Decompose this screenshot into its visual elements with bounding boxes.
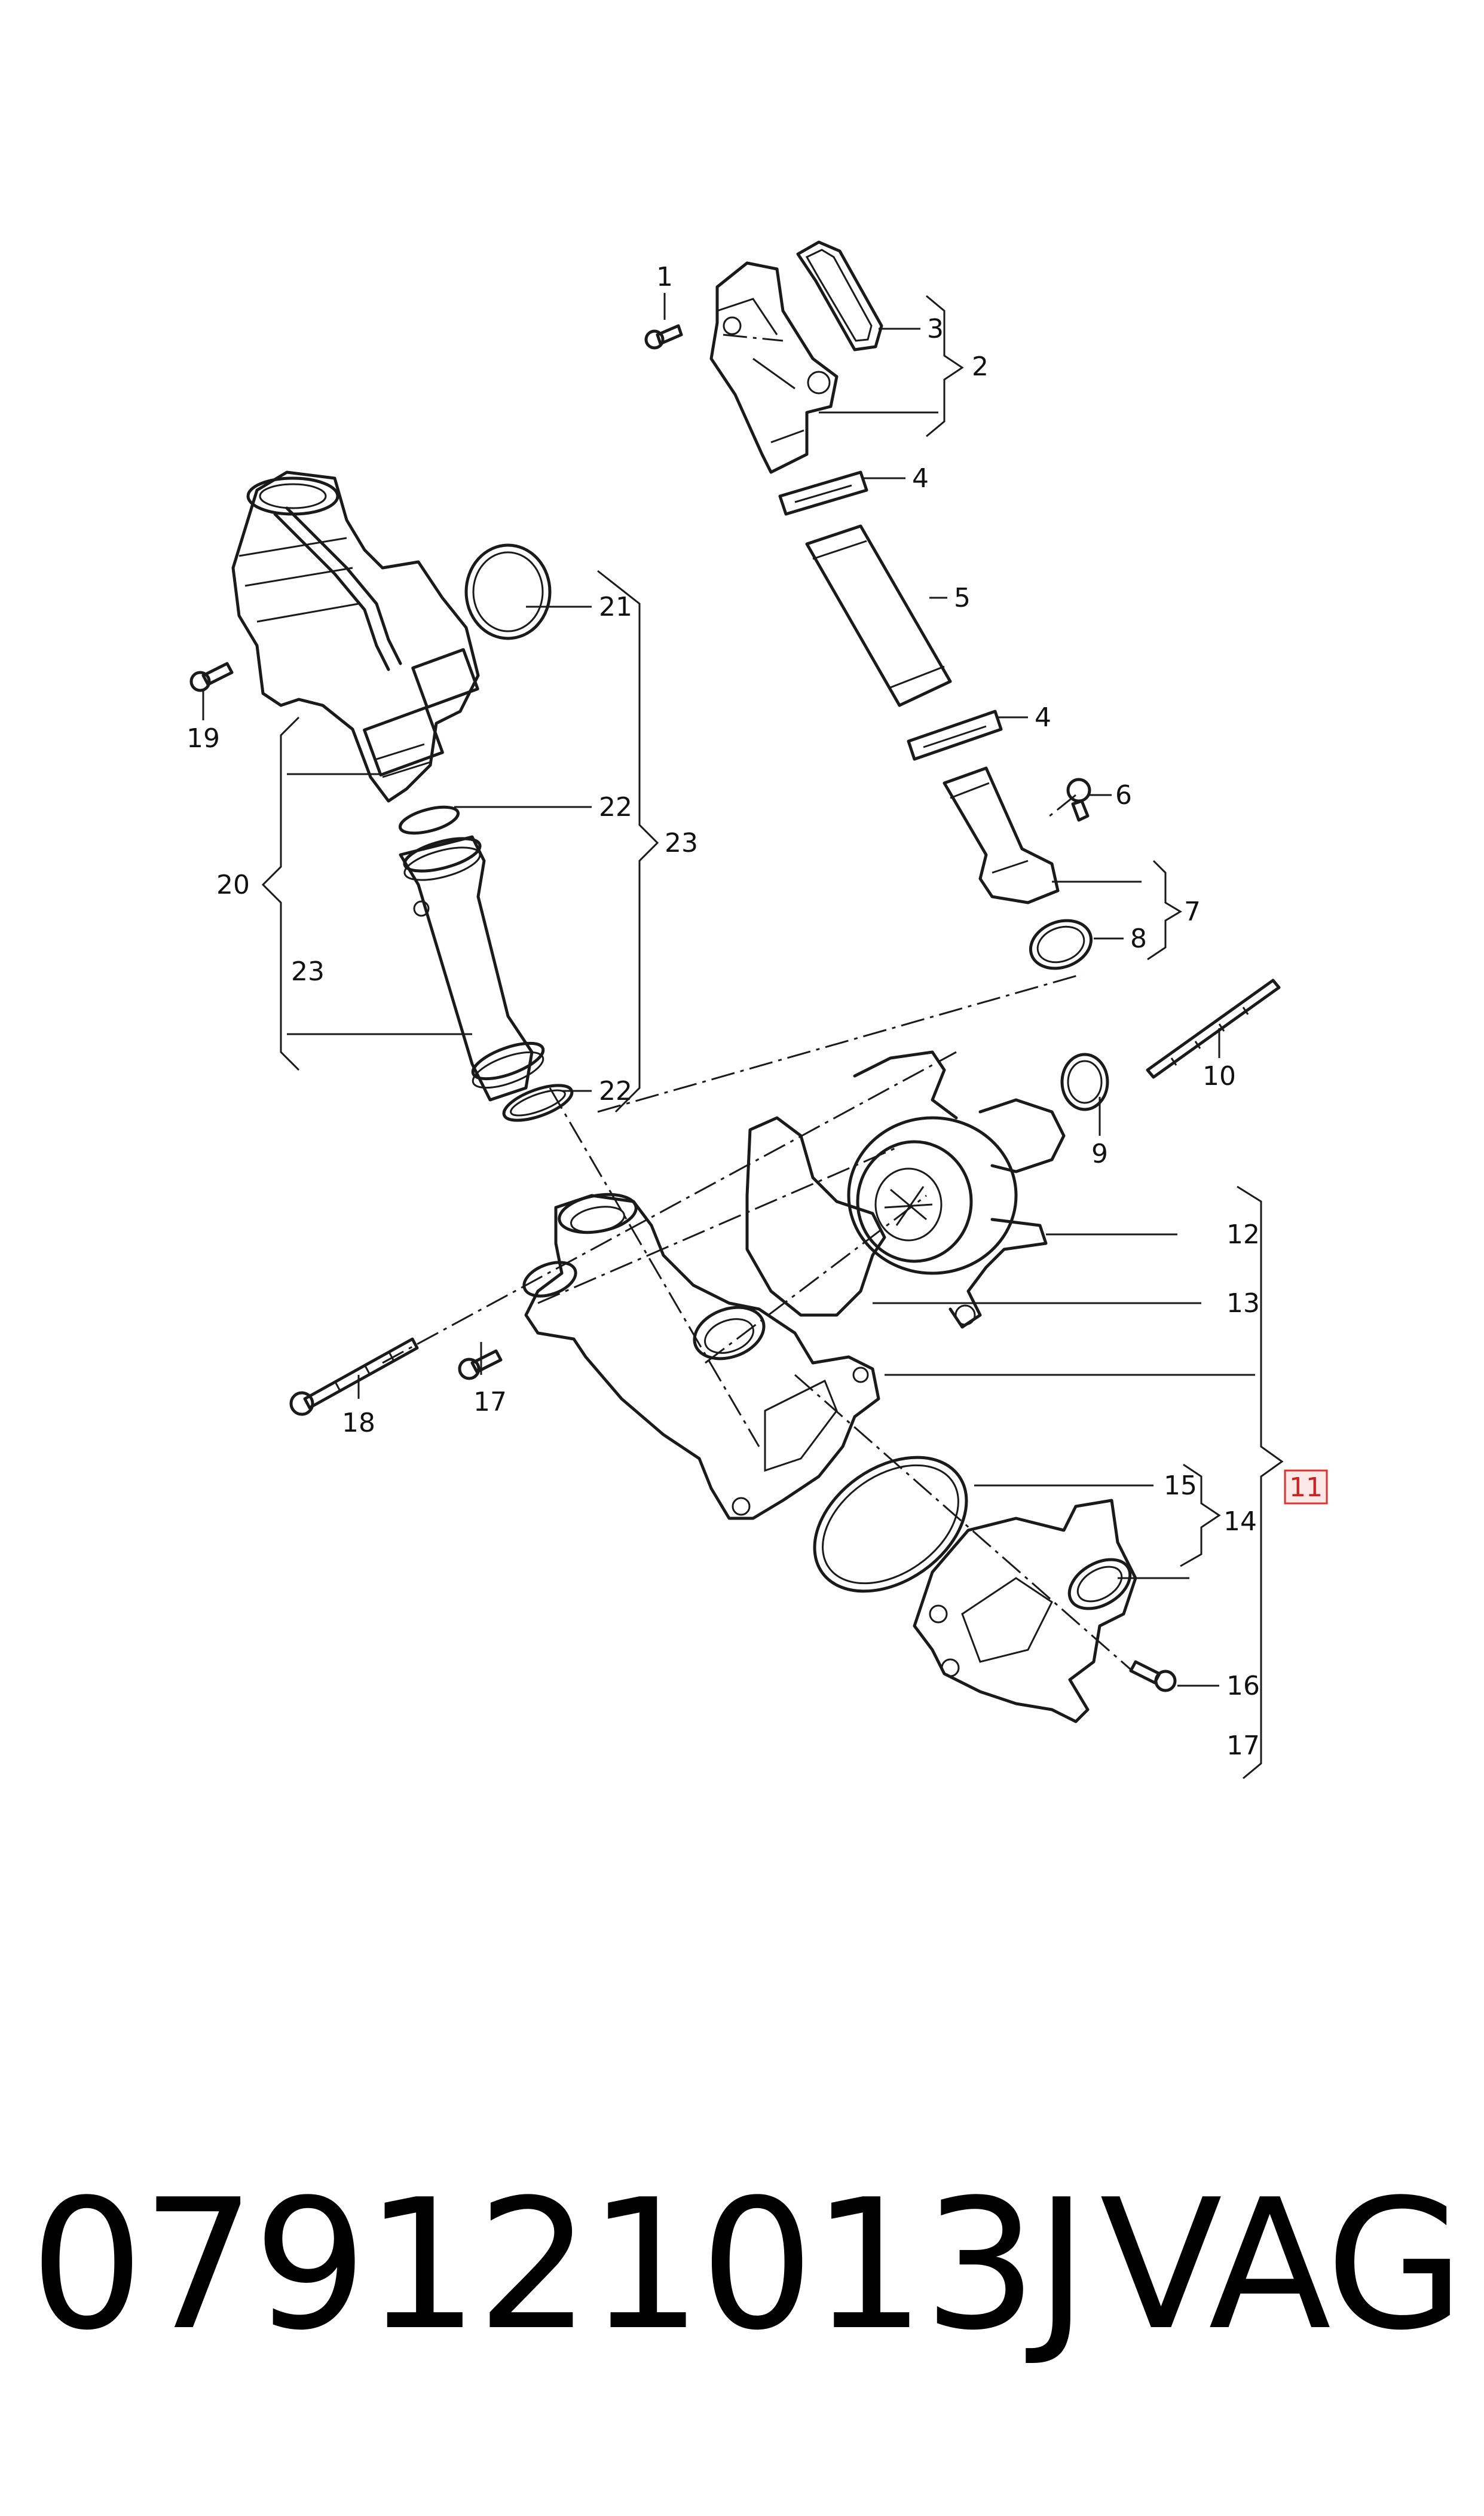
callout-1: 1 <box>656 262 673 292</box>
callout-11: 11 <box>1289 1472 1323 1503</box>
callout-9: 9 <box>1091 1139 1108 1169</box>
callout-23-left: 23 <box>291 956 325 987</box>
callout-3: 3 <box>927 314 944 344</box>
callout-2: 2 <box>972 351 989 382</box>
callout-8: 8 <box>1130 924 1147 954</box>
callout-labels: 1 3 2 4 5 4 6 7 8 10 9 12 13 11 15 14 16… <box>186 262 1328 1761</box>
callout-16: 16 <box>1226 1671 1260 1701</box>
exploded-parts-diagram: 1 3 2 4 5 4 6 7 8 10 9 12 13 11 15 14 16… <box>186 240 1328 1780</box>
callout-19: 19 <box>186 723 220 754</box>
callout-7: 7 <box>1184 897 1201 927</box>
callout-21: 21 <box>599 592 632 622</box>
callout-12: 12 <box>1226 1219 1260 1250</box>
part-number: 079121013J <box>30 2161 1088 2370</box>
water-pump-assembly <box>745 979 1281 1329</box>
group-braces <box>261 295 1284 1780</box>
callout-5: 5 <box>954 583 971 613</box>
callout-14: 14 <box>1223 1506 1257 1537</box>
leader-lines <box>202 293 1255 1687</box>
callout-6: 6 <box>1115 780 1132 811</box>
callout-10: 10 <box>1203 1061 1236 1092</box>
callout-17-left: 17 <box>473 1387 507 1417</box>
callout-11-highlight <box>1284 1469 1328 1505</box>
upper-coolant-pipe <box>644 240 1093 970</box>
brand-name: VAG <box>1100 2161 1464 2370</box>
callout-22-lower: 22 <box>599 1076 632 1106</box>
callout-23-right: 23 <box>665 828 698 858</box>
callout-4-lower: 4 <box>1035 702 1051 733</box>
coolant-valve-assembly <box>189 470 574 1122</box>
coolant-housing <box>289 1193 1177 1723</box>
callout-15: 15 <box>1164 1471 1197 1501</box>
callout-4-upper: 4 <box>912 463 929 494</box>
callout-22-upper: 22 <box>599 792 632 823</box>
callout-17-right: 17 <box>1226 1731 1260 1761</box>
center-lines <box>382 334 1136 1675</box>
callout-13: 13 <box>1226 1288 1260 1319</box>
callout-18: 18 <box>342 1408 375 1438</box>
callout-20: 20 <box>216 870 250 900</box>
